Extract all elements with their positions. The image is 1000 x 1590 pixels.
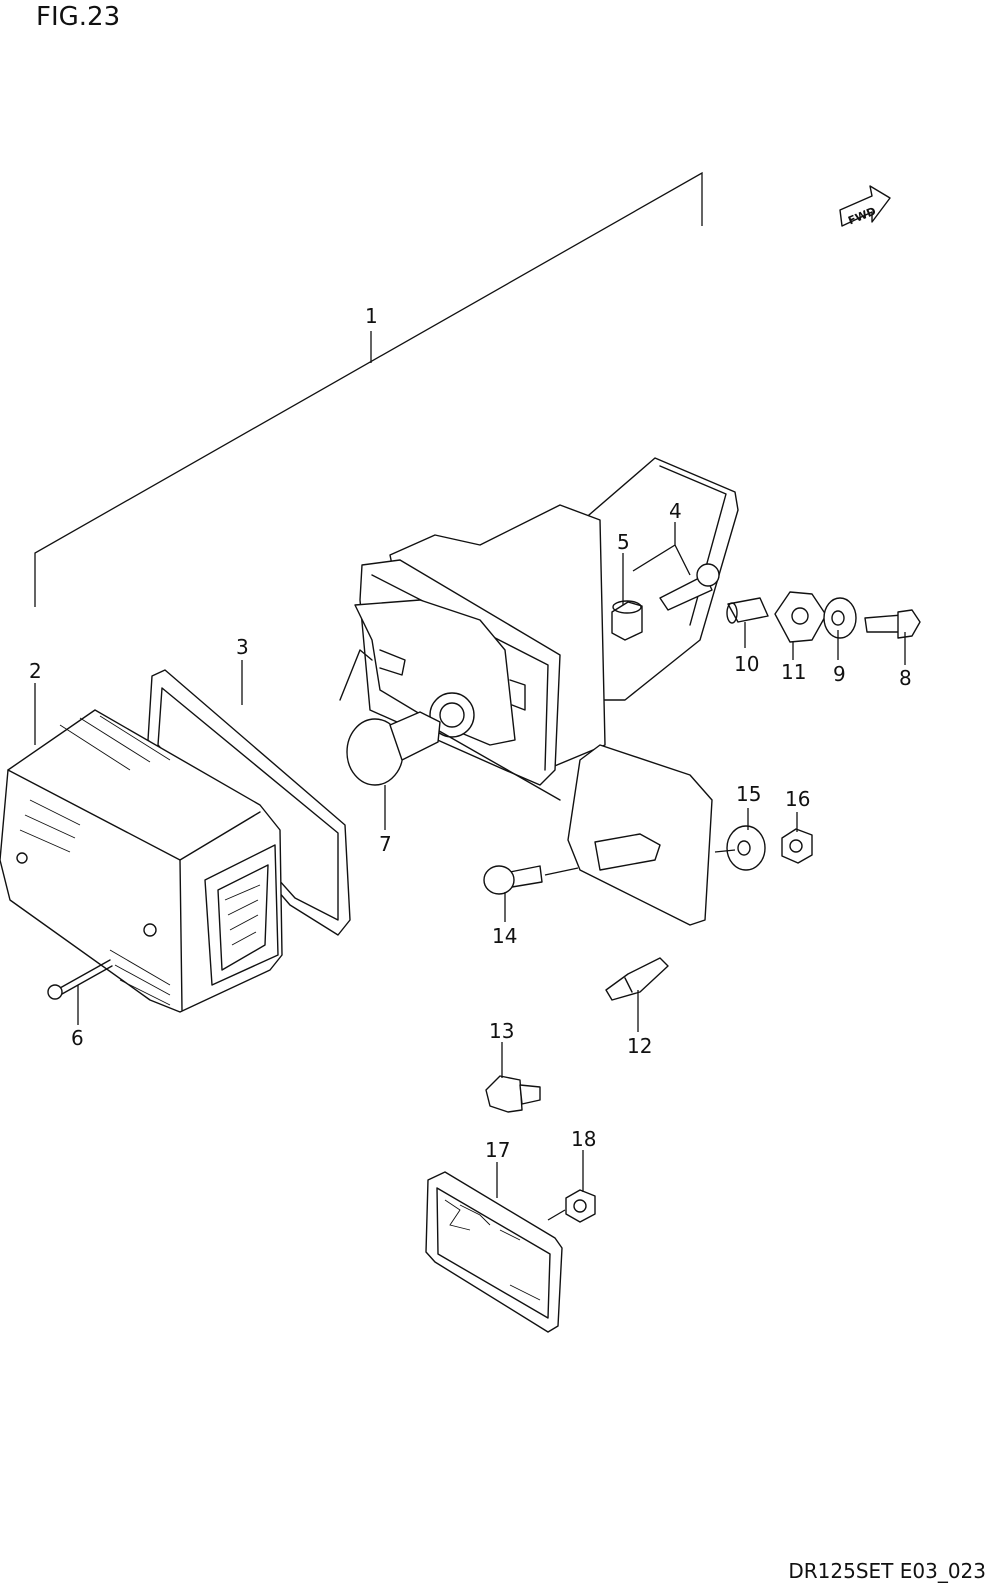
washer-9: [823, 597, 857, 639]
callout-9: 9: [833, 662, 846, 686]
reflector-17: [425, 1171, 563, 1333]
callout-2: 2: [29, 659, 42, 683]
bulb: [346, 711, 441, 786]
assembly-bracket: [34, 171, 703, 607]
figure-title: FIG.23: [36, 2, 121, 32]
callout-18: 18: [571, 1127, 596, 1151]
clamp-12: [605, 957, 669, 1001]
callout-7: 7: [379, 832, 392, 856]
bolt-14: [483, 865, 543, 895]
leader-lines: [34, 522, 906, 1221]
callout-10: 10: [734, 652, 759, 676]
callout-labels: 1 2 3 4 5 6 7 8 9 10 11 12 13 14 15 16 1…: [29, 304, 912, 1162]
callout-8: 8: [899, 666, 912, 690]
fwd-arrow-icon: FWD: [839, 185, 891, 227]
callout-5: 5: [617, 530, 630, 554]
callout-3: 3: [236, 635, 249, 659]
nut-16: [781, 828, 813, 864]
callout-12: 12: [627, 1034, 652, 1058]
cushion-11: [774, 591, 827, 643]
callout-1: 1: [365, 304, 378, 328]
callout-16: 16: [785, 787, 810, 811]
tail-light-lens: [0, 709, 283, 1013]
grommet-13: [485, 1075, 541, 1113]
tail-light-housing: [339, 457, 739, 926]
diagram-code: DR125SET E03_023: [788, 1559, 986, 1583]
callout-4: 4: [669, 499, 682, 523]
nut-18: [565, 1189, 596, 1223]
spacer-5: [611, 600, 643, 641]
callout-11: 11: [781, 660, 806, 684]
screw-4: [659, 563, 720, 611]
bolt-8: [864, 609, 921, 639]
callout-6: 6: [71, 1026, 84, 1050]
callout-17: 17: [485, 1138, 510, 1162]
callout-14: 14: [492, 924, 517, 948]
callout-15: 15: [736, 782, 761, 806]
callout-13: 13: [489, 1019, 514, 1043]
spacer-10: [726, 597, 769, 624]
washer-15: [726, 825, 766, 871]
screw-6: [47, 959, 113, 1000]
